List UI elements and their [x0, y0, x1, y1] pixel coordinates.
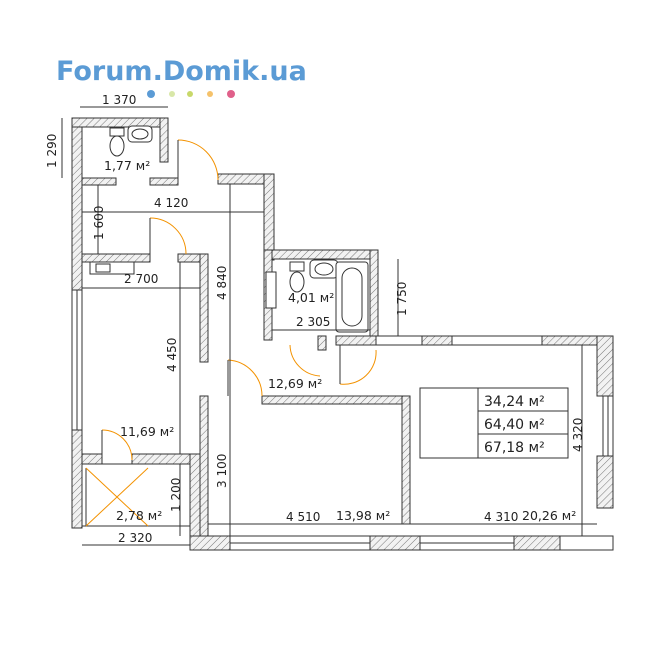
wc-sink	[127, 125, 153, 143]
logo-dot	[147, 90, 155, 98]
summary-living: 34,24 м²	[484, 394, 545, 410]
logo-dot	[207, 91, 213, 97]
room-area-balcony: 2,78 м²	[116, 508, 162, 523]
windows	[71, 289, 614, 551]
doors	[101, 139, 377, 461]
dim-4120: 4 120	[154, 196, 188, 210]
room-area-left: 11,69 м²	[120, 424, 174, 439]
dim-4450: 4 450	[165, 338, 179, 372]
dim-1600: 1 600	[92, 206, 106, 240]
logo-text: Forum.Domik.ua	[56, 56, 307, 87]
room-areas: 1,77 м² 4,01 м² 12,69 м² 11,69 м² 2,78 м…	[104, 158, 576, 523]
room-area-right: 20,26 м²	[522, 508, 576, 523]
summary-gross: 67,18 м²	[484, 440, 545, 456]
dim-4310: 4 310	[484, 510, 518, 524]
dim-2320: 2 320	[118, 531, 152, 545]
balcony-cross	[85, 467, 149, 527]
room-area-wc: 1,77 м²	[104, 158, 150, 173]
dim-1200: 1 200	[169, 478, 183, 512]
room-area-hall: 12,69 м²	[268, 376, 322, 391]
dimension-lines	[61, 106, 597, 546]
dimension-labels: 1 370 1 290 1 600 4 120 4 840 1 750 2 70…	[45, 93, 585, 545]
bath-toilet	[289, 261, 305, 272]
dim-2700: 2 700	[124, 272, 158, 286]
logo-dot	[169, 91, 175, 97]
summary-total: 64,40 м²	[484, 417, 545, 433]
logo: Forum.Domik.ua	[56, 56, 307, 98]
dim-3100: 3 100	[215, 454, 229, 488]
dim-4320: 4 320	[571, 418, 585, 452]
dim-1370: 1 370	[102, 93, 136, 107]
area-summary-table: 34,24 м² 64,40 м² 67,18 м²	[419, 387, 569, 459]
logo-dot	[227, 90, 235, 98]
dim-1290: 1 290	[45, 134, 59, 168]
dim-1750: 1 750	[395, 282, 409, 316]
fixtures	[89, 125, 369, 333]
washer	[265, 271, 277, 309]
walls	[71, 117, 614, 551]
wc-toilet	[109, 127, 125, 137]
dim-4510: 4 510	[286, 510, 320, 524]
room-area-bath: 4,01 м²	[288, 290, 334, 305]
logo-dot	[187, 91, 193, 97]
room-area-middle: 13,98 м²	[336, 508, 390, 523]
dim-2305: 2 305	[296, 315, 330, 329]
dim-4840: 4 840	[215, 266, 229, 300]
